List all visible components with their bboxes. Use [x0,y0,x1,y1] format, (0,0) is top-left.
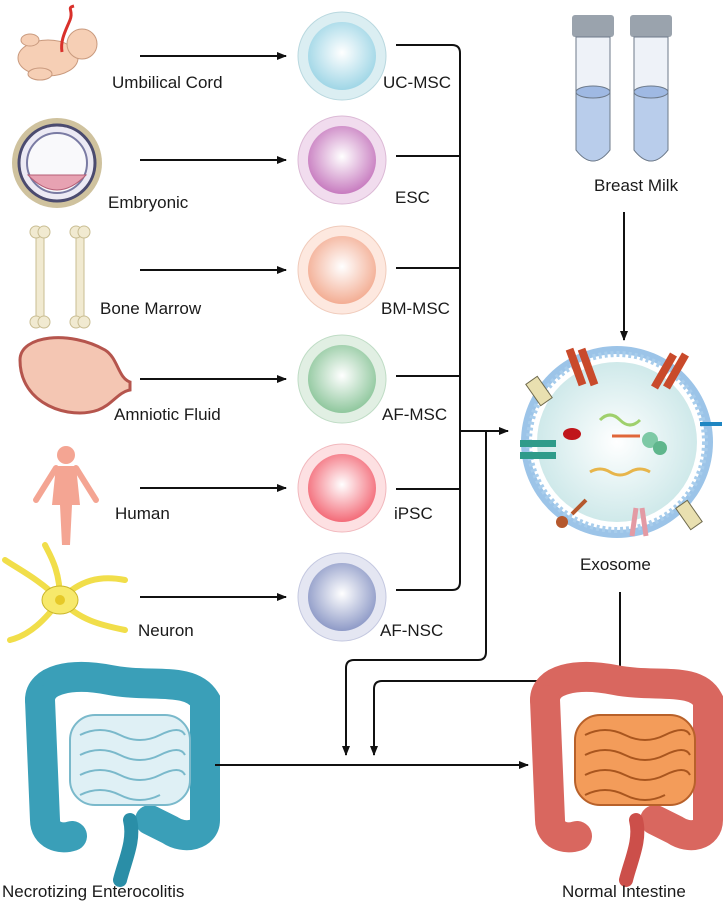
breast-milk-label: Breast Milk [594,176,679,195]
amniotic-sac-icon [18,336,132,415]
cell-af-nsc [297,552,387,642]
source-label-umbilical: Umbilical Cord [112,73,223,92]
cell-esc [297,115,387,205]
cell-label-af-msc: AF-MSC [382,405,448,424]
source-label-amniotic: Amniotic Fluid [114,405,221,424]
cell-label-esc: ESC [395,188,430,207]
cell-label-bm-msc: BM-MSC [381,299,450,318]
cell-af-msc [297,334,387,424]
exosome-label: Exosome [580,555,651,574]
cell-uc-msc [297,11,387,101]
baby-icon [17,4,98,81]
cell-label-uc-msc: UC-MSC [383,73,451,92]
collector-bracket [396,44,461,591]
source-label-human: Human [115,504,170,523]
cell-label-ipsc: iPSC [394,504,433,523]
exosome-icon [520,346,722,538]
cell-bm-msc [297,225,387,315]
breast-milk-tubes-icon [572,15,672,162]
source-label-neuron: Neuron [138,621,194,640]
neuron-icon [2,542,128,643]
arrow-cells-to-treatment [342,431,487,756]
cell-label-af-nsc: AF-NSC [380,621,444,640]
source-label-bone: Bone Marrow [100,299,202,318]
nec-label: Necrotizing Enterocolitis [2,882,185,901]
bone-icon [29,225,91,329]
normal-intestine-icon [530,662,723,887]
normal-intestine-label: Normal Intestine [562,882,686,901]
embryo-icon [12,118,102,208]
nec-intestine-icon [25,662,220,887]
cell-ipsc [297,443,387,533]
human-icon [33,446,99,545]
source-label-embryonic: Embryonic [108,193,189,212]
